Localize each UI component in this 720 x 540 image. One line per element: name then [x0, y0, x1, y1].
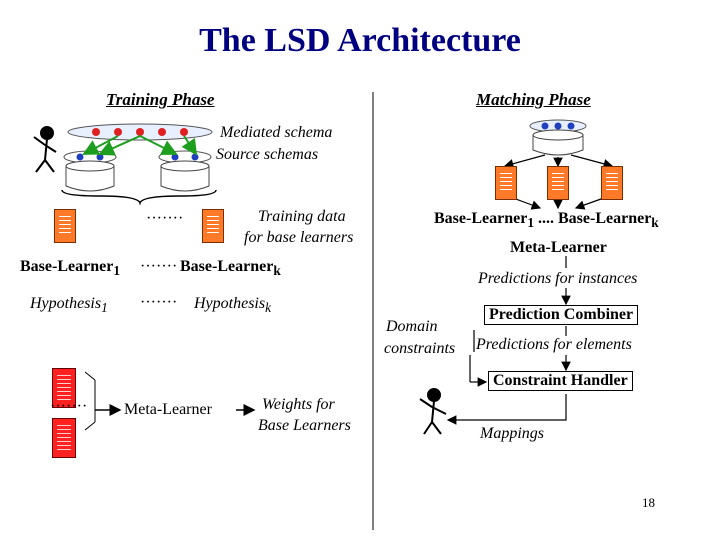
- match-base-learner-dots: ....: [533, 210, 558, 227]
- training-data-label-line1: Training data: [258, 208, 346, 225]
- train-base-learner-1-sub: 1: [113, 263, 120, 279]
- match-base-learner-1-sub: 1: [527, 215, 534, 231]
- weights-label-line2: Base Learners: [258, 417, 351, 434]
- match-base-learner-k-sub: k: [651, 215, 659, 231]
- match-base-learner-1-text: Base-Learner: [434, 210, 528, 227]
- schema-match-arrows: [82, 135, 198, 156]
- train-base-learner-dots: ·······: [140, 258, 178, 275]
- train-base-learner-1: Base-Learner1: [20, 258, 120, 279]
- training-data-doc-k: [202, 209, 224, 243]
- source-schemas-label: Source schemas: [216, 146, 319, 163]
- prediction-combiner-box: Prediction Combiner: [484, 305, 639, 325]
- predictions-elements-label: Predictions for elements: [476, 336, 632, 353]
- training-data-dots: ·······: [146, 210, 184, 227]
- train-base-learner-1-text: Base-Learner: [20, 258, 114, 275]
- hypothesis-k-text: Hypothesis: [194, 295, 266, 312]
- hypothesis-1-text: Hypothesis: [30, 295, 102, 312]
- predictions-instances-label: Predictions for instances: [478, 270, 638, 287]
- training-data-label-line2: for base learners: [244, 229, 354, 246]
- hypothesis-dots: ·······: [140, 294, 178, 311]
- match-base-learner-k-text: Base-Learner: [557, 210, 652, 227]
- hypothesis-1-sub: 1: [101, 300, 108, 316]
- schema-brace: [61, 189, 217, 206]
- hypothesis-1: Hypothesis1: [30, 295, 108, 316]
- matching-doc-3: [601, 166, 623, 200]
- weights-label-line1: Weights for: [262, 396, 335, 413]
- training-data-doc-1: [54, 209, 76, 243]
- bracket-learners-to-meta: [84, 371, 96, 381]
- match-meta-learner: Meta-Learner: [510, 239, 607, 256]
- page-number: 18: [642, 495, 655, 510]
- mediated-schema-graph: [67, 123, 213, 141]
- source-schema-left: [63, 150, 117, 192]
- train-base-learner-k: Base-Learnerk: [180, 258, 281, 279]
- page-title: The LSD Architecture: [199, 22, 521, 59]
- mediated-schema-label: Mediated schema: [220, 124, 333, 141]
- user-figure-right: [419, 388, 447, 435]
- base-learner-icon-k: [52, 418, 76, 458]
- source-schema-right: [158, 150, 212, 192]
- matching-doc-2: [547, 166, 569, 200]
- matching-phase-heading: Matching Phase: [476, 90, 591, 109]
- matching-schema: [529, 119, 587, 156]
- constraints-label: constraints: [384, 340, 456, 357]
- train-meta-learner: Meta-Learner: [124, 401, 212, 418]
- train-base-learner-k-text: Base-Learner: [180, 258, 274, 275]
- base-learner-icon-1: [52, 368, 76, 408]
- match-base-learners: Base-Learner1 .... Base-Learnerk: [434, 210, 659, 231]
- constraint-handler-box: Constraint Handler: [488, 371, 633, 391]
- user-figure-left: [33, 126, 57, 173]
- training-phase-heading: Training Phase: [106, 90, 215, 109]
- base-learner-icon-dots: ·······: [50, 398, 88, 415]
- hypothesis-k: Hypothesisk: [194, 295, 271, 316]
- train-base-learner-k-sub: k: [273, 263, 281, 279]
- domain-label: Domain: [386, 318, 438, 335]
- mappings-label: Mappings: [480, 425, 544, 442]
- matching-doc-1: [495, 166, 517, 200]
- hypothesis-k-sub: k: [265, 300, 272, 316]
